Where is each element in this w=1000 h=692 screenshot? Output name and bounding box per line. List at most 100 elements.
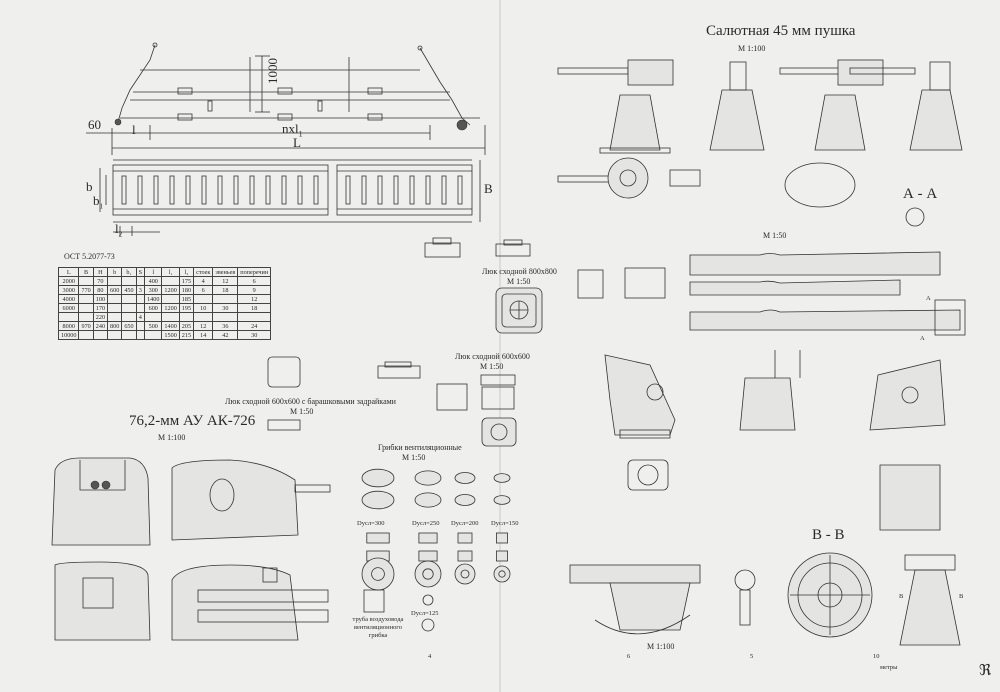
ost-cell (135, 330, 146, 340)
ost-header-cell: b₁ (121, 267, 137, 277)
ost-cell: 220 (92, 312, 109, 322)
mark-b-left: В (899, 593, 904, 600)
ost-cell (107, 276, 123, 286)
ost-header-cell: l₂ (178, 267, 195, 277)
ost-header-cell: L (57, 267, 80, 277)
section-bb-label: В - В (812, 527, 845, 543)
hatch-600-title: Люк сходной 600х600 (455, 352, 530, 361)
ost-cell: 30 (212, 303, 239, 313)
ost-cell: 18 (212, 285, 239, 295)
ost-header-cell: l (144, 267, 163, 277)
ost-cell: 1500 (161, 330, 180, 340)
ost-cell: 650 (121, 321, 137, 331)
hatch-600-bolts-title: Люк сходной 600х600 с барашковыми задрай… (225, 397, 396, 406)
ost-cell: 12 (237, 294, 272, 304)
ost-cell (178, 312, 195, 322)
hatch-600-drawings (267, 356, 517, 447)
ost-cell (78, 303, 94, 313)
ost-cell (92, 330, 109, 340)
ost-cell: 3 (135, 285, 146, 295)
ost-cell: 1400 (144, 294, 163, 304)
dim-b1-label: b1 (93, 193, 103, 211)
ost-table-title: ОСТ 5.2077-73 (64, 252, 115, 261)
ost-header-cell: B (78, 267, 94, 277)
ost-cell (107, 312, 123, 322)
ost-cell: 300 (144, 285, 163, 295)
ost-cell: 6 (193, 285, 214, 295)
ost-cell: 185 (178, 294, 195, 304)
ost-cell (121, 294, 137, 304)
ost-cell (135, 303, 146, 313)
vent-size-125: Dуcл=125 (411, 610, 439, 617)
ost-cell: 800 (107, 321, 123, 331)
gun45-top-views (557, 59, 963, 227)
page-number-center-left: 6 (627, 653, 631, 660)
ost-cell (107, 330, 123, 340)
gun45-carriage-views (604, 350, 946, 531)
ost-cell: 70 (92, 276, 109, 286)
ost-cell (57, 312, 80, 322)
ost-cell: 600 (144, 303, 163, 313)
mark-a-bottom: А (920, 335, 925, 342)
ost-cell (161, 312, 180, 322)
hatch-800-title: Люк сходной 800х800 (482, 267, 557, 276)
ost-cell: 770 (78, 285, 94, 295)
ost-cell: 175 (178, 276, 195, 286)
ost-table-row: 4000 100 1400 185 12 (57, 294, 272, 304)
ost-header-cell: звеньев (212, 267, 239, 277)
ost-cell: 10 (193, 303, 214, 313)
ost-cell (212, 312, 239, 322)
ost-cell (78, 294, 94, 304)
dim-l-label: l (132, 122, 136, 137)
ost-cell: 3000 (57, 285, 80, 295)
ost-cell: 24 (237, 321, 272, 331)
ost-cell: 4000 (57, 294, 80, 304)
hatch-600-scale: М 1:50 (480, 362, 504, 371)
gun45-scale-top: М 1:100 (738, 44, 766, 53)
ost-cell: 4 (135, 312, 146, 322)
vent-size-150: Dуcл=150 (491, 520, 519, 527)
dim-1000-label: 1000 (265, 58, 280, 84)
vent-size-300: Dуcл=300 (357, 520, 385, 527)
section-aa-label: А - А (903, 186, 938, 202)
ost-cell: 18 (237, 303, 272, 313)
ost-cell: 240 (92, 321, 109, 331)
gun45-barrels (577, 251, 966, 336)
ost-cell (78, 312, 94, 322)
ost-table-row: 220 4 (57, 312, 272, 322)
ost-cell: 1200 (161, 303, 180, 313)
vents-title: Грибки вентиляционные (378, 443, 462, 452)
ost-cell: 9 (237, 285, 272, 295)
ost-cell (135, 294, 146, 304)
ost-header-cell: b (107, 267, 123, 277)
page-number-center: 5 (750, 653, 754, 660)
ost-header-cell: стоек (193, 267, 214, 277)
ost-cell: 12 (193, 321, 214, 331)
hatch-600-bolts-scale: М 1:50 (290, 407, 314, 416)
ost-header-cell: H (92, 267, 109, 277)
ost-cell: 195 (178, 303, 195, 313)
ost-cell: 205 (178, 321, 195, 331)
monogram-mark: ℜ (979, 663, 992, 679)
dim-B-label: B (484, 181, 493, 196)
ost-cell: 1400 (161, 321, 180, 331)
ost-cell: 42 (212, 330, 239, 340)
ost-cell (78, 330, 94, 340)
dim-l2-label: l2 (115, 221, 123, 239)
ost-cell: 1200 (161, 285, 180, 295)
ost-cell (107, 294, 123, 304)
vent-size-200: Dуcл=200 (451, 520, 479, 527)
gun45-bottom-views (569, 552, 961, 646)
hatch-800-drawings (424, 237, 543, 334)
mark-a-top: А (926, 295, 931, 302)
vent-size-250: Dуcл=250 (412, 520, 440, 527)
ost-cell: 100 (92, 294, 109, 304)
